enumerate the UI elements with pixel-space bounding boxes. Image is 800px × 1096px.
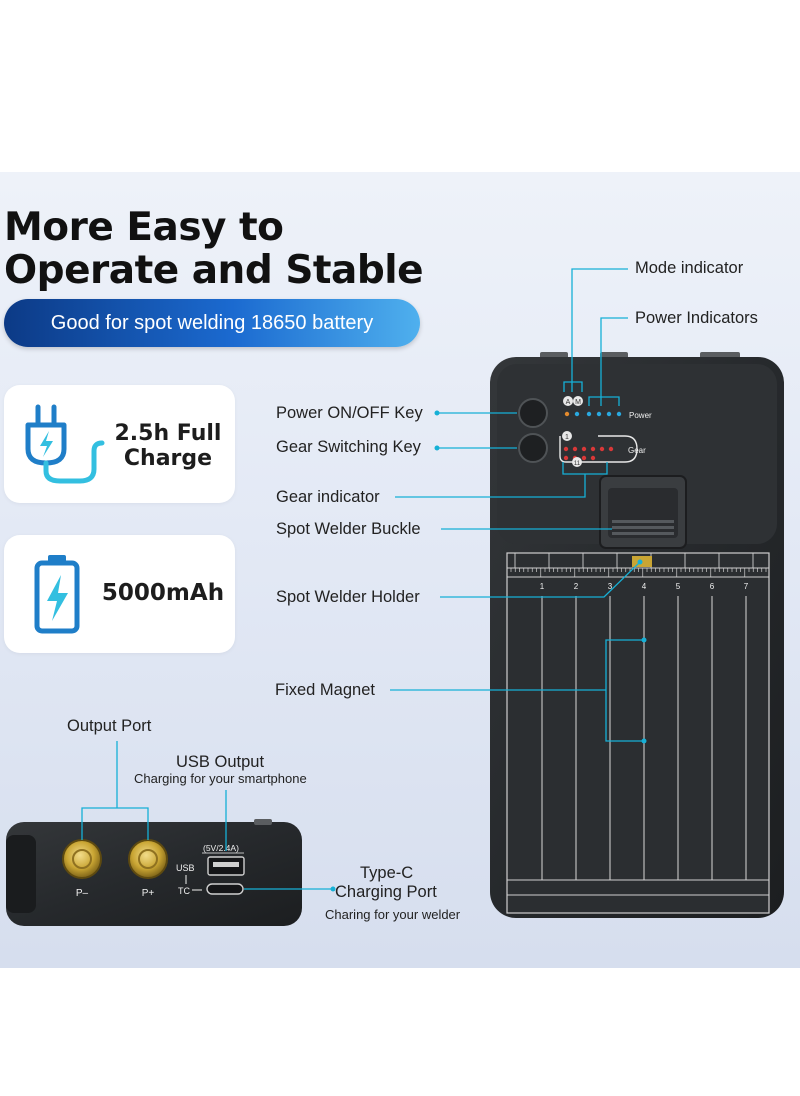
feature-capacity-text: 5000mAh (101, 580, 225, 606)
headline-line-1: More Easy to (4, 205, 284, 250)
label-gear-indicator: Gear indicator (276, 488, 380, 506)
headline-line-2: Operate and Stable (4, 248, 424, 293)
label-power-key: Power ON/OFF Key (276, 404, 423, 422)
label-power-indicators: Power Indicators (635, 309, 758, 327)
feature-charge-line-1: 2.5h Full (114, 421, 222, 446)
label-mode-indicator: Mode indicator (635, 259, 744, 277)
label-output-port: Output Port (67, 717, 152, 735)
feature-charge-line-2: Charge (123, 446, 213, 471)
headline: More Easy to Operate and Stable (4, 205, 424, 293)
charger-plug-icon (25, 404, 105, 484)
label-usb-desc: Charging for your smartphone (134, 771, 307, 786)
feature-card-charge: 2.5h Full Charge (4, 385, 235, 503)
subtitle-pill: Good for spot welding 18650 battery (4, 299, 420, 347)
label-usb-output: USB Output (176, 753, 265, 771)
label-holder: Spot Welder Holder (276, 588, 420, 606)
label-gear-key: Gear Switching Key (276, 438, 421, 456)
label-buckle: Spot Welder Buckle (276, 520, 421, 538)
label-type-c: Type-C (360, 864, 414, 882)
battery-bolt-icon (34, 555, 80, 634)
label-type-c-desc: Charing for your welder (325, 907, 461, 922)
label-charging-port: Charging Port (335, 883, 437, 901)
label-magnet: Fixed Magnet (275, 681, 375, 699)
feature-card-capacity: 5000mAh (4, 535, 235, 653)
